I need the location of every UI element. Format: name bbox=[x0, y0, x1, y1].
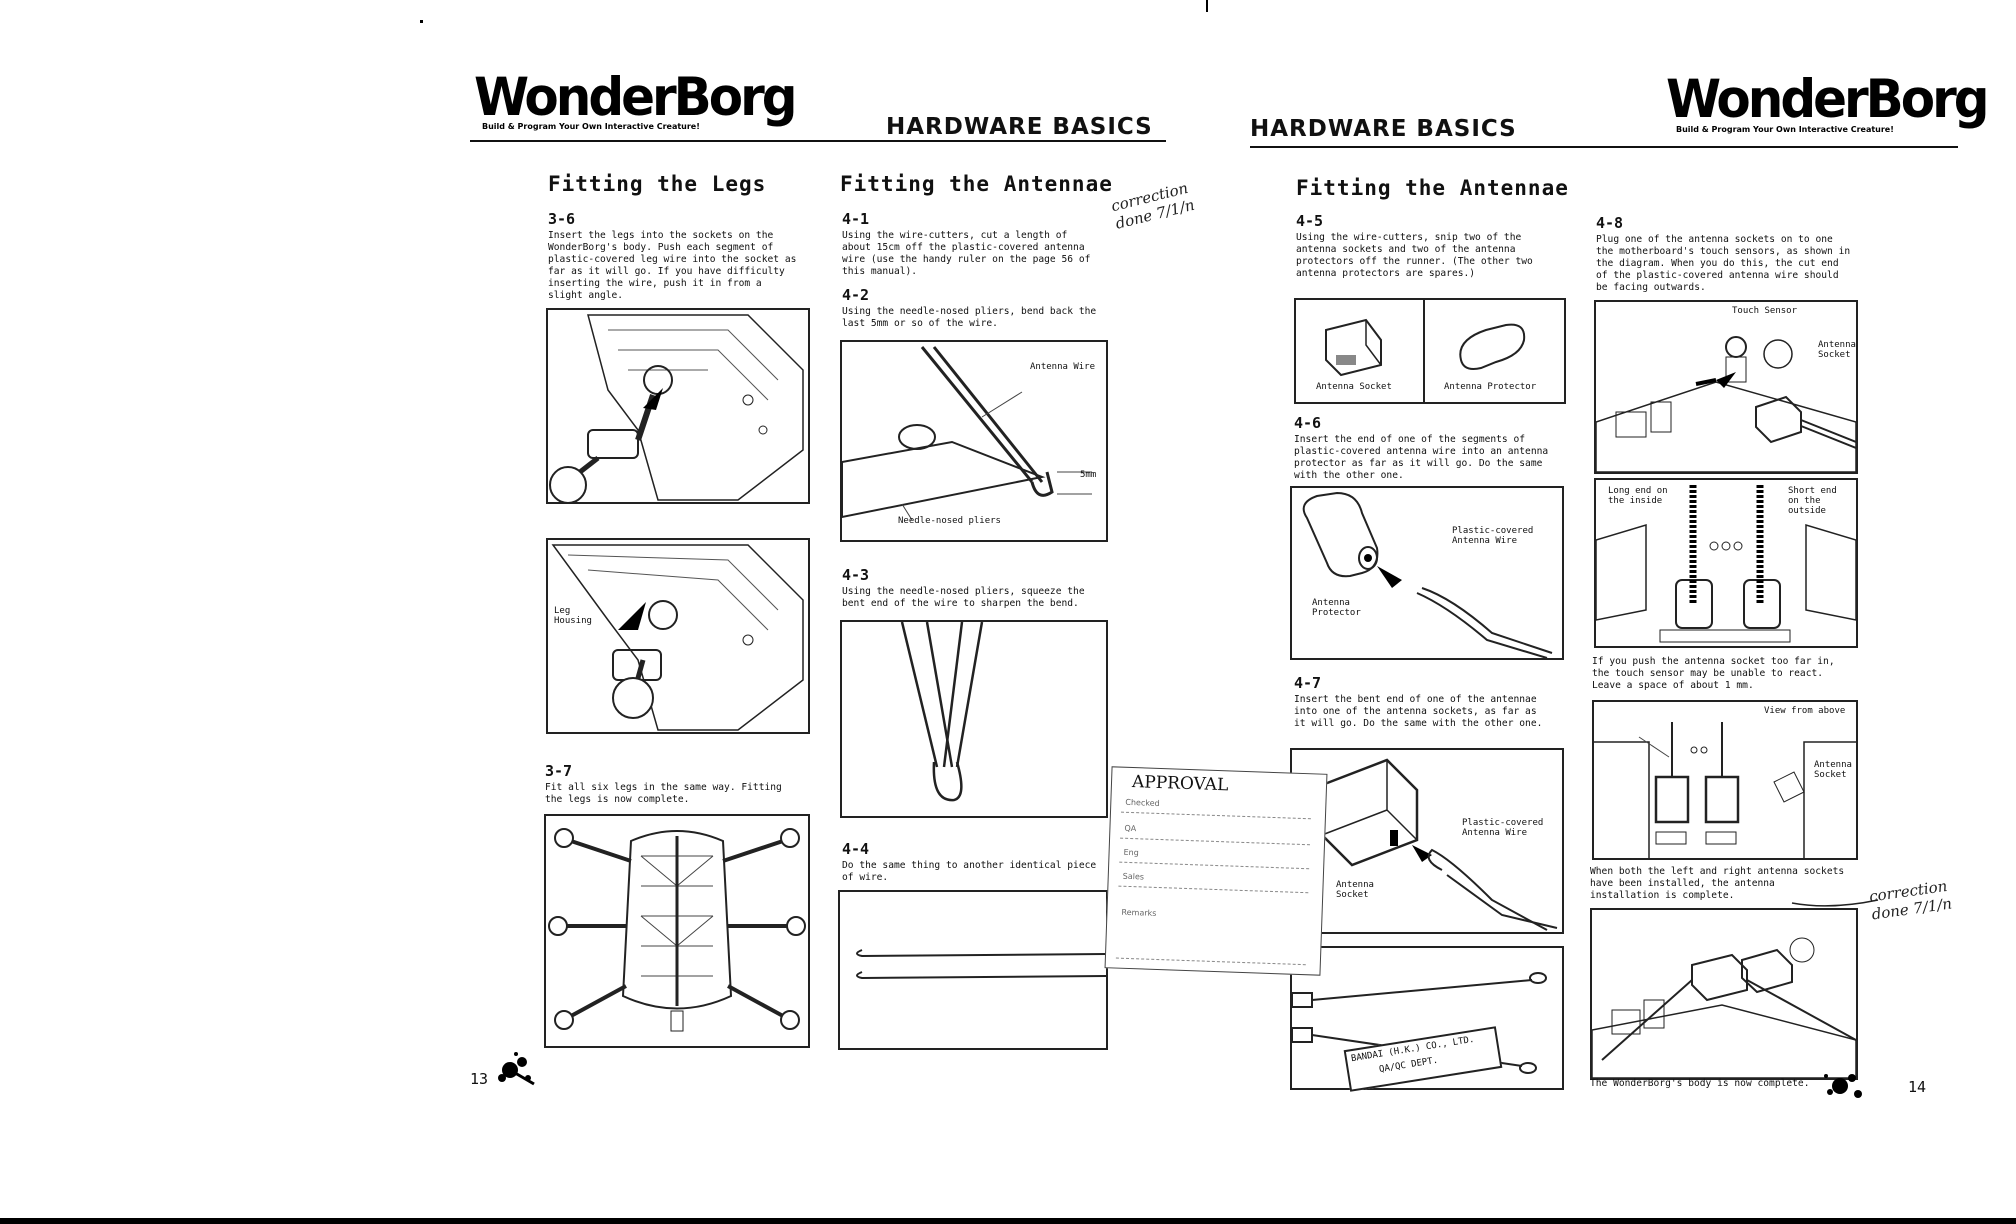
approval-row: Sales bbox=[1122, 871, 1145, 882]
label-antenna-socket-b: Antenna Socket bbox=[1336, 880, 1374, 900]
step-4-7-text: Insert the bent end of one of the antenn… bbox=[1294, 694, 1543, 729]
figure-insert-socket bbox=[1290, 748, 1564, 934]
right-logo-tagline: Build & Program Your Own Interactive Cre… bbox=[1676, 125, 1894, 134]
section-title-legs: Fitting the Legs bbox=[548, 172, 767, 196]
completed-body-drawing bbox=[1592, 937, 1856, 1078]
approval-row: Checked bbox=[1125, 797, 1160, 808]
insert-protector-drawing bbox=[1302, 491, 1553, 658]
long-short-ends-drawing bbox=[1596, 485, 1856, 643]
step-4-3-number: 4-3 bbox=[842, 566, 870, 584]
label-antenna-socket-d: Antenna Socket bbox=[1814, 760, 1852, 780]
company-dept: QA/QC DEPT. bbox=[1378, 1055, 1439, 1075]
all-legs-drawing bbox=[548, 828, 806, 1032]
figure-squeeze-wire bbox=[840, 620, 1108, 818]
figure-all-legs bbox=[544, 814, 810, 1048]
handwritten-correction-left: correction done 7/1/n bbox=[1109, 178, 1197, 233]
label-antenna-protector-b: Antenna Protector bbox=[1312, 598, 1361, 618]
figure-leg-housing bbox=[546, 538, 810, 734]
step-4-4-number: 4-4 bbox=[842, 840, 870, 858]
step-4-4-text: Do the same thing to another identical p… bbox=[842, 860, 1097, 883]
bend-wire-drawing bbox=[842, 346, 1092, 521]
section-title-antennae-right: Fitting the Antennae bbox=[1296, 176, 1569, 200]
step-3-6-number: 3-6 bbox=[548, 210, 576, 228]
scan-dot bbox=[420, 20, 423, 23]
step-3-7-text: Fit all six legs in the same way. Fittin… bbox=[545, 782, 782, 805]
approval-row: QA bbox=[1124, 823, 1137, 834]
step-4-6-text: Insert the end of one of the segments of… bbox=[1294, 434, 1549, 481]
left-header-title: HARDWARE BASICS bbox=[886, 114, 1153, 140]
left-header-rule bbox=[470, 140, 1166, 142]
figure-long-short-ends bbox=[1594, 478, 1858, 648]
label-long-end: Long end on the inside bbox=[1608, 486, 1668, 506]
label-leg-housing: Leg Housing bbox=[554, 606, 592, 626]
step-3-6-text: Insert the legs into the sockets on the … bbox=[548, 230, 797, 301]
step-4-1-text: Using the wire-cutters, cut a length of … bbox=[842, 230, 1091, 277]
label-plastic-covered-wire-a: Plastic-covered Antenna Wire bbox=[1452, 526, 1534, 546]
approval-stamp: APPROVAL Checked QA Eng Sales Remarks bbox=[1104, 766, 1328, 976]
step-4-7-number: 4-7 bbox=[1294, 674, 1322, 692]
body-complete-text: The WonderBorg's body is now complete. bbox=[1590, 1078, 1810, 1089]
step-4-6-number: 4-6 bbox=[1294, 414, 1322, 432]
label-antenna-wire: Antenna Wire bbox=[1030, 362, 1096, 372]
figure-touch-sensor bbox=[1594, 300, 1858, 474]
ink-splatter-left-icon bbox=[498, 1052, 535, 1086]
socket-protector-drawing bbox=[1325, 300, 1526, 402]
label-view-from-above: View from above bbox=[1764, 706, 1846, 716]
step-4-5-text: Using the wire-cutters, snip two of the … bbox=[1296, 232, 1533, 279]
step-4-2-number: 4-2 bbox=[842, 286, 870, 304]
figure-view-above bbox=[1592, 700, 1858, 860]
section-title-antennae-left: Fitting the Antennae bbox=[840, 172, 1113, 196]
approval-row: Remarks bbox=[1121, 907, 1157, 918]
label-antenna-socket-c: Antenna Socket bbox=[1818, 340, 1856, 360]
left-logo: WonderBorg bbox=[474, 66, 798, 128]
step-4-2-text: Using the needle-nosed pliers, bend back… bbox=[842, 306, 1097, 329]
label-antenna-protector: Antenna Protector bbox=[1444, 382, 1537, 392]
label-5mm: 5mm bbox=[1080, 470, 1097, 480]
step-4-1-number: 4-1 bbox=[842, 210, 870, 228]
touch-sensor-drawing bbox=[1596, 336, 1856, 472]
left-logo-tagline: Build & Program Your Own Interactive Cre… bbox=[482, 122, 700, 131]
figure-bend-wire bbox=[840, 340, 1108, 542]
right-logo: WonderBorg bbox=[1666, 68, 1990, 130]
figure-insert-protector bbox=[1290, 486, 1564, 660]
step-4-3-text: Using the needle-nosed pliers, squeeze t… bbox=[842, 586, 1085, 609]
leg-insert-drawing bbox=[549, 314, 804, 502]
scan-bottom-edge bbox=[0, 1218, 2016, 1224]
label-plastic-covered-wire-b: Plastic-covered Antenna Wire bbox=[1462, 818, 1544, 838]
handwritten-correction-right: correction done 7/1/n bbox=[1868, 876, 1954, 924]
figure-two-wires bbox=[838, 890, 1108, 1050]
leg-housing-drawing bbox=[551, 544, 804, 731]
approval-title: APPROVAL bbox=[1131, 772, 1229, 796]
right-header-title: HARDWARE BASICS bbox=[1250, 116, 1517, 142]
scan-dot bbox=[1206, 0, 1208, 12]
page-number-right: 14 bbox=[1908, 1078, 1927, 1096]
view-above-drawing bbox=[1594, 722, 1856, 858]
step-4-8-number: 4-8 bbox=[1596, 214, 1624, 232]
label-antenna-socket-a: Antenna Socket bbox=[1316, 382, 1392, 392]
step-4-5-number: 4-5 bbox=[1296, 212, 1324, 230]
ink-splatter-right-icon bbox=[1824, 1074, 1862, 1098]
two-wires-drawing bbox=[856, 949, 1106, 980]
step-3-7-number: 3-7 bbox=[545, 762, 573, 780]
page-number-left: 13 bbox=[470, 1070, 489, 1088]
right-header-rule bbox=[1250, 146, 1958, 148]
label-short-end: Short end on the outside bbox=[1788, 486, 1837, 516]
figure-socket-protector bbox=[1294, 298, 1566, 404]
note-both-installed: When both the left and right antenna soc… bbox=[1590, 866, 1845, 901]
figure-leg-insert bbox=[546, 308, 810, 504]
label-needle-nosed-pliers: Needle-nosed pliers bbox=[898, 516, 1001, 526]
insert-socket-drawing bbox=[1320, 758, 1558, 931]
approval-row: Eng bbox=[1123, 847, 1139, 858]
label-touch-sensor: Touch Sensor bbox=[1732, 306, 1798, 316]
squeeze-wire-drawing bbox=[900, 622, 984, 802]
step-4-8-text: Plug one of the antenna sockets on to on… bbox=[1596, 234, 1851, 293]
correction-pointer-line bbox=[1791, 899, 1879, 907]
note-push-too-far: If you push the antenna socket too far i… bbox=[1592, 656, 1835, 691]
figure-completed-body bbox=[1590, 908, 1858, 1080]
